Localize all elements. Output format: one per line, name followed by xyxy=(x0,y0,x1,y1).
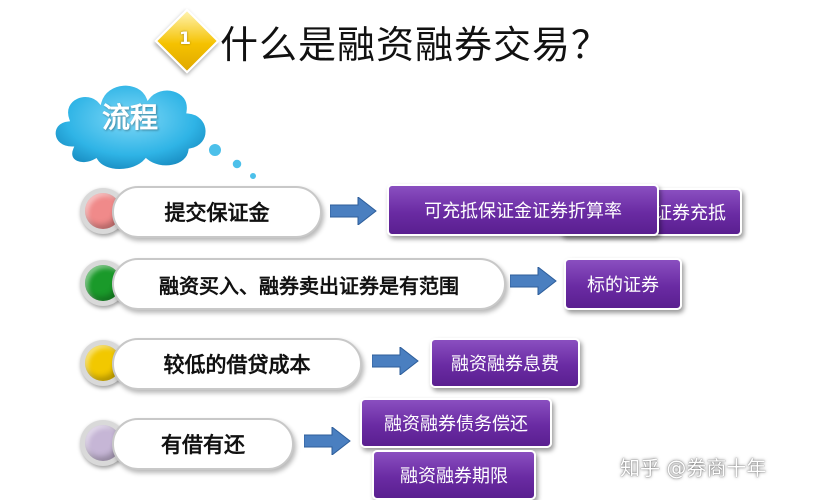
cloud-label: 流程 xyxy=(101,101,158,134)
step-2-result-1-text: 标的证券 xyxy=(587,275,659,296)
step-1-result-1: 可充抵保证金证券折算率 xyxy=(387,184,659,236)
step-3-result-1: 融资融券息费 xyxy=(430,338,580,388)
step-3-arrow-icon xyxy=(372,347,419,375)
cloud-icon xyxy=(52,82,209,172)
cloud-trail-dots xyxy=(207,142,257,180)
step-2-pill: 融资买入、融券卖出证券是有范围 xyxy=(112,258,506,310)
step-4-result-1: 融资融券债务偿还 xyxy=(360,398,552,448)
step-1-pill: 提交保证金 xyxy=(112,186,322,238)
step-2-arrow-icon xyxy=(510,267,557,295)
step-4-label: 有借有还 xyxy=(161,433,245,457)
step-1-result-1-text: 可充抵保证金证券折算率 xyxy=(424,201,622,222)
step-4-arrow-icon xyxy=(304,427,351,455)
step-3-result-1-text: 融资融券息费 xyxy=(451,354,559,375)
step-3-pill: 较低的借贷成本 xyxy=(112,338,362,390)
step-1-result-2-text: 证券充抵 xyxy=(654,203,726,224)
step-4-result-1-text: 融资融券债务偿还 xyxy=(384,414,528,435)
step-1-arrow-icon xyxy=(330,197,377,225)
watermark: 知乎 @券商十年 xyxy=(620,456,767,480)
step-3-label: 较低的借贷成本 xyxy=(163,353,311,377)
title-number: 1 xyxy=(179,29,191,49)
step-2-result-1: 标的证券 xyxy=(564,258,682,310)
step-4-result-2-text: 融资融券期限 xyxy=(400,466,508,487)
page-title: 什么是融资融券交易？ xyxy=(220,23,611,67)
step-1-label: 提交保证金 xyxy=(164,201,270,225)
step-2-label: 融资买入、融券卖出证券是有范围 xyxy=(159,273,459,298)
step-4-pill: 有借有还 xyxy=(112,418,294,470)
step-4-result-2: 融资融券期限 xyxy=(372,450,536,500)
